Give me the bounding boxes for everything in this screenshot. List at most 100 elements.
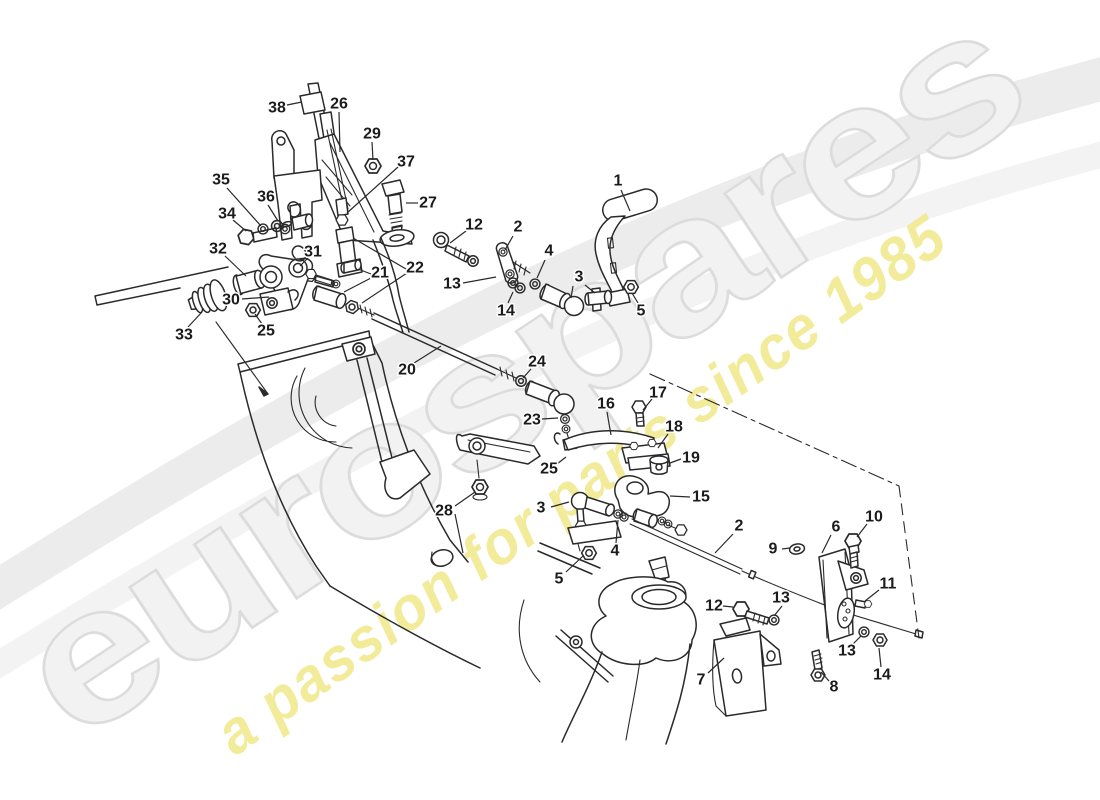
callout-leader-19 [669,458,682,464]
callout-label-4: 4 [611,543,620,560]
callout-leader-22 [361,272,408,304]
callout-label-32: 32 [209,241,227,258]
callout-leader-3 [584,284,596,294]
callout-label-10: 10 [865,509,883,526]
callout-label-11: 11 [880,576,897,593]
cable-abutment-bracket [649,373,920,682]
callout-leader-3 [550,501,570,508]
callout-leader-13 [462,276,497,284]
callout-label-19: 19 [682,450,700,467]
callout-leader-21 [343,277,372,293]
callout-label-8: 8 [830,679,839,696]
callout-leader-26 [338,111,341,153]
callout-label-36: 36 [257,189,275,206]
callout-label-3: 3 [575,269,584,286]
callout-leader-2 [504,235,514,251]
callout-label-20: 20 [398,362,416,379]
callout-label-29: 29 [363,126,381,143]
callout-leader-14 [507,291,514,304]
callout-label-9: 9 [769,541,778,558]
callout-leader-16 [606,411,612,436]
callout-leader-29 [371,141,374,161]
callout-leader-28 [454,513,464,554]
callout-leader-32 [224,255,247,277]
callout-leader-17 [642,398,653,411]
callout-label-27: 27 [419,195,437,212]
callout-leader-14 [878,647,882,668]
callout-leader-38 [286,101,303,106]
callout-leader-24 [522,368,532,379]
callout-leader-31 [299,257,309,267]
callout-leader-13 [851,635,862,646]
callout-label-12: 12 [705,598,723,615]
callout-label-14: 14 [873,667,891,684]
callout-leader-6 [821,534,832,554]
callout-leader-37 [346,166,399,214]
callout-leader-8 [820,671,830,682]
callout-leader-36 [267,204,279,222]
callout-leader-4 [536,259,546,279]
throttle-body [518,542,697,745]
callout-label-33: 33 [175,327,193,344]
bellcrank-assembly [553,400,688,561]
pivot-bush-cluster [94,245,341,397]
callout-leader-12 [449,230,467,244]
callout-label-12: 12 [465,217,483,234]
callout-label-21: 21 [371,265,389,282]
mounting-bracket [712,617,782,717]
callout-leader-5 [565,555,584,573]
callout-label-35: 35 [212,172,230,189]
callout-label-34: 34 [218,206,236,223]
callout-label-31: 31 [304,244,322,261]
callout-label-17: 17 [649,385,667,402]
line-art [94,82,924,745]
callout-label-13: 13 [838,643,856,660]
callout-label-23: 23 [523,412,541,429]
callout-leader-22 [352,237,407,270]
callout-leader-11 [864,589,880,602]
callout-label-25: 25 [257,323,275,340]
callout-leader-21 [357,268,372,275]
callout-leader-5 [631,292,639,304]
callout-leader-15 [669,495,691,498]
callout-leader-10 [856,523,868,538]
callout-leader-20 [413,345,442,364]
callout-label-3: 3 [537,500,546,517]
clevis-and-rod [302,214,578,451]
callout-label-37: 37 [397,154,415,171]
callout-label-4: 4 [545,243,554,260]
callout-label-2: 2 [514,219,523,236]
callout-leader-7 [707,657,725,674]
pedal-hanger-assembly [235,82,415,334]
watermark-swoosh [0,57,1100,679]
callout-label-13: 13 [772,590,790,607]
callout-label-24: 24 [528,354,546,371]
callout-label-16: 16 [597,396,615,413]
callout-label-38: 38 [268,100,286,117]
callout-leader-33 [187,311,203,328]
callout-leader-25 [254,313,263,325]
callout-label-7: 7 [697,672,706,689]
callout-label-2: 2 [735,518,744,535]
callout-leader-34 [232,219,247,232]
callout-label-14: 14 [497,303,515,320]
callout-leader-30 [241,296,270,300]
callout-leader-2 [714,533,734,554]
callout-label-5: 5 [555,571,564,588]
callout-leader-3 [570,285,574,299]
callout-label-5: 5 [637,303,646,320]
callout-leader-4 [615,519,619,544]
throttle-lever-assembly [432,188,659,317]
callout-label-30: 30 [222,292,240,309]
callout-label-18: 18 [665,419,683,436]
callout-leader-35 [226,187,262,227]
callout-leader-12 [722,605,734,608]
callout-leader-18 [657,433,669,449]
callout-leader-9 [781,547,791,550]
callout-label-13: 13 [443,276,461,293]
callout-label-6: 6 [832,519,841,536]
callout-label-15: 15 [692,489,710,506]
